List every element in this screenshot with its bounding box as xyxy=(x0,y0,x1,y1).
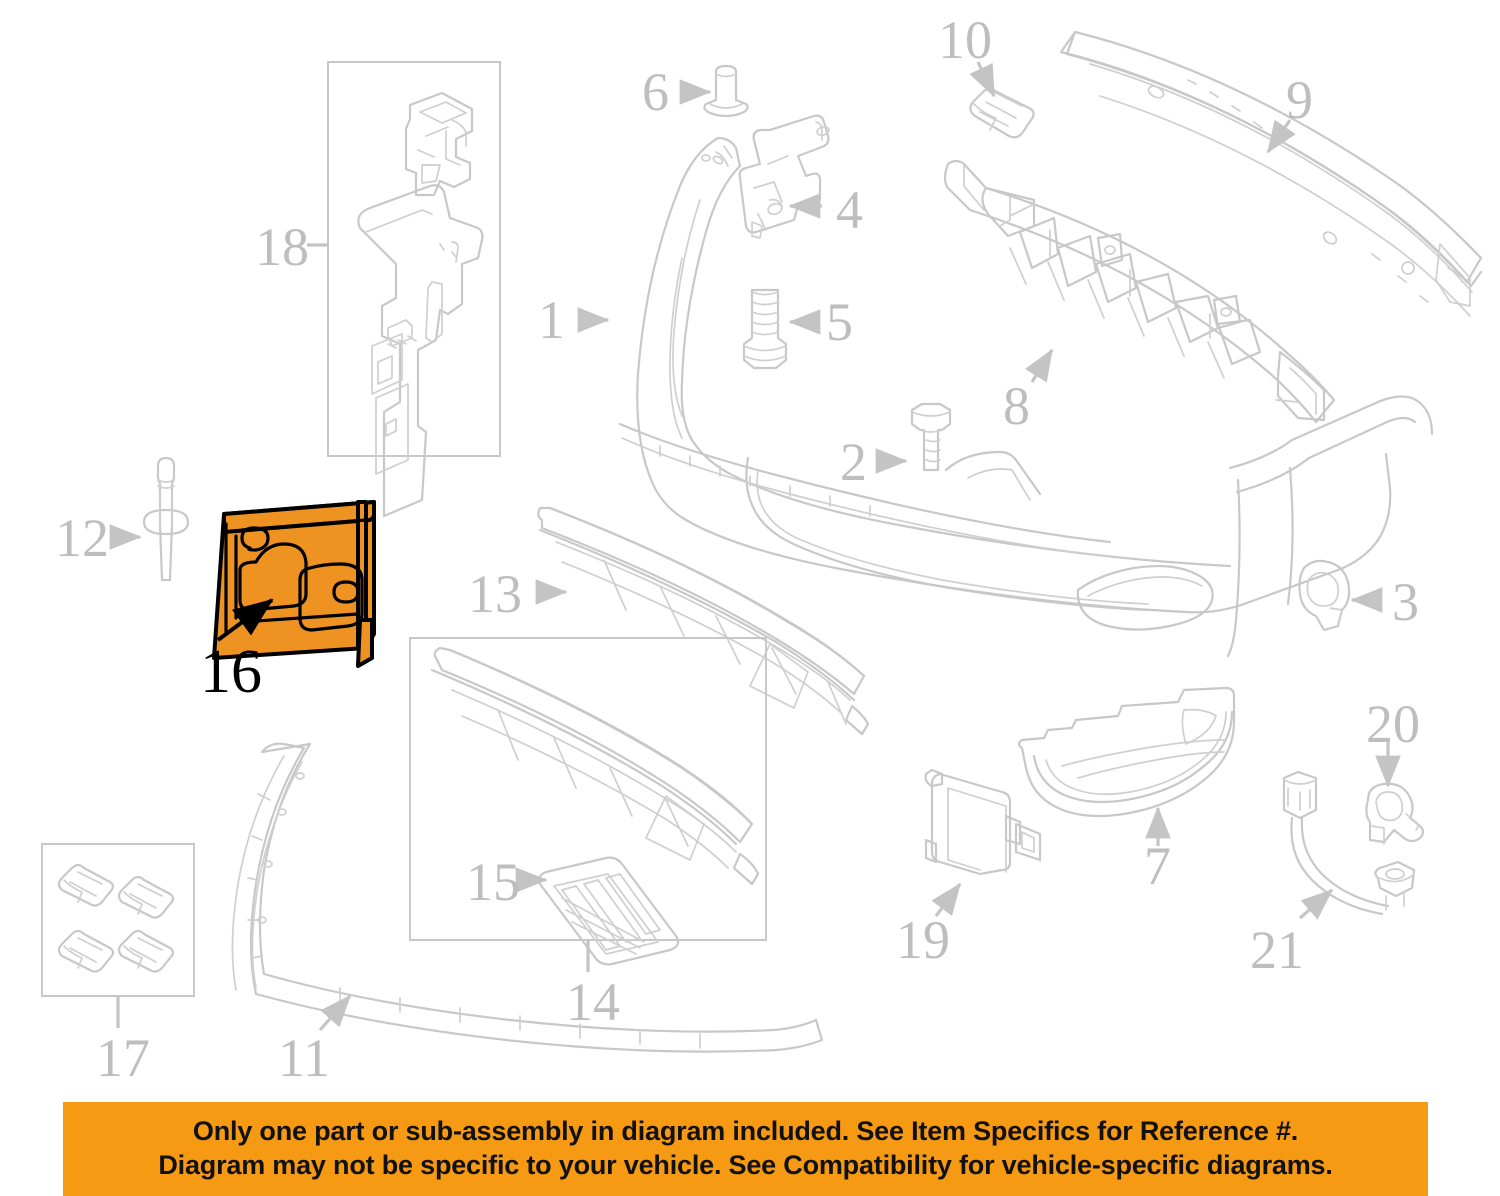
callout-label-18: 18 xyxy=(255,217,309,277)
part-7-fog-bezel-group: 7 xyxy=(1017,686,1236,896)
callout-label-4: 4 xyxy=(836,180,863,240)
part-12-push-pin-group: 12 xyxy=(55,456,190,582)
bolt-kit-item xyxy=(57,929,115,973)
callout-label-17: 17 xyxy=(96,1028,150,1088)
banner-line-2: Diagram may not be specific to your vehi… xyxy=(158,1150,1333,1180)
part-21-wiring-harness-group: 21 xyxy=(1250,770,1416,980)
part-4-side-bracket-group: 4 xyxy=(738,114,863,240)
bolt-kit-item xyxy=(57,863,115,907)
callout-label-5: 5 xyxy=(826,292,853,352)
part-9-reinforcement-beam-group: 9 xyxy=(1059,30,1483,317)
callout-label-1: 1 xyxy=(538,290,565,350)
callout-label-20: 20 xyxy=(1366,694,1420,754)
bolt-kit-item xyxy=(117,929,175,973)
part-13-upper-grille-group: 13 xyxy=(468,506,870,736)
part-3-tow-cap-group: 3 xyxy=(1298,559,1419,632)
callout-label-10: 10 xyxy=(938,10,992,70)
callout-label-13: 13 xyxy=(468,564,522,624)
part-6-push-clip-group: 6 xyxy=(642,62,749,122)
callout-label-7: 7 xyxy=(1144,836,1171,896)
part-11-lower-valance-group: 11 xyxy=(231,742,824,1088)
callout-label-21: 21 xyxy=(1250,920,1304,980)
part-5-stud-bolt-group: 5 xyxy=(742,288,853,370)
callout-label-14: 14 xyxy=(566,972,620,1032)
part-17-bolt-kit-group: 17 xyxy=(41,843,195,1088)
part-19-radar-module-group: 19 xyxy=(896,768,1042,970)
part-20-parking-sensor-group: 20 xyxy=(1365,694,1425,845)
part-14-lower-grille-group: 15 14 xyxy=(409,637,767,1032)
callout-label-2: 2 xyxy=(840,432,867,492)
part-15-vent-insert-group: 15 xyxy=(466,852,680,966)
callout-label-15: 15 xyxy=(466,852,520,912)
callout-label-6: 6 xyxy=(642,62,669,122)
part-10-flange-bolt-group: 10 xyxy=(938,10,1035,139)
callout-label-3: 3 xyxy=(1392,572,1419,632)
bolt-kit-item xyxy=(117,875,175,919)
part-18-bracket-group: 18 xyxy=(255,61,501,518)
callout-label-11: 11 xyxy=(278,1028,330,1088)
callout-label-16: 16 xyxy=(200,638,262,706)
callout-label-19: 19 xyxy=(896,910,950,970)
callout-label-8: 8 xyxy=(1003,376,1030,436)
callout-label-9: 9 xyxy=(1286,70,1313,130)
part-16-license-plate-bracket-group: 16 xyxy=(200,500,376,706)
part-2-bolt-group: 2 xyxy=(840,402,952,492)
disclaimer-banner: Only one part or sub-assembly in diagram… xyxy=(63,1102,1428,1196)
callout-label-12: 12 xyxy=(55,508,109,568)
banner-line-1: Only one part or sub-assembly in diagram… xyxy=(192,1116,1299,1147)
part-8-energy-absorber-group: 8 xyxy=(943,159,1336,436)
